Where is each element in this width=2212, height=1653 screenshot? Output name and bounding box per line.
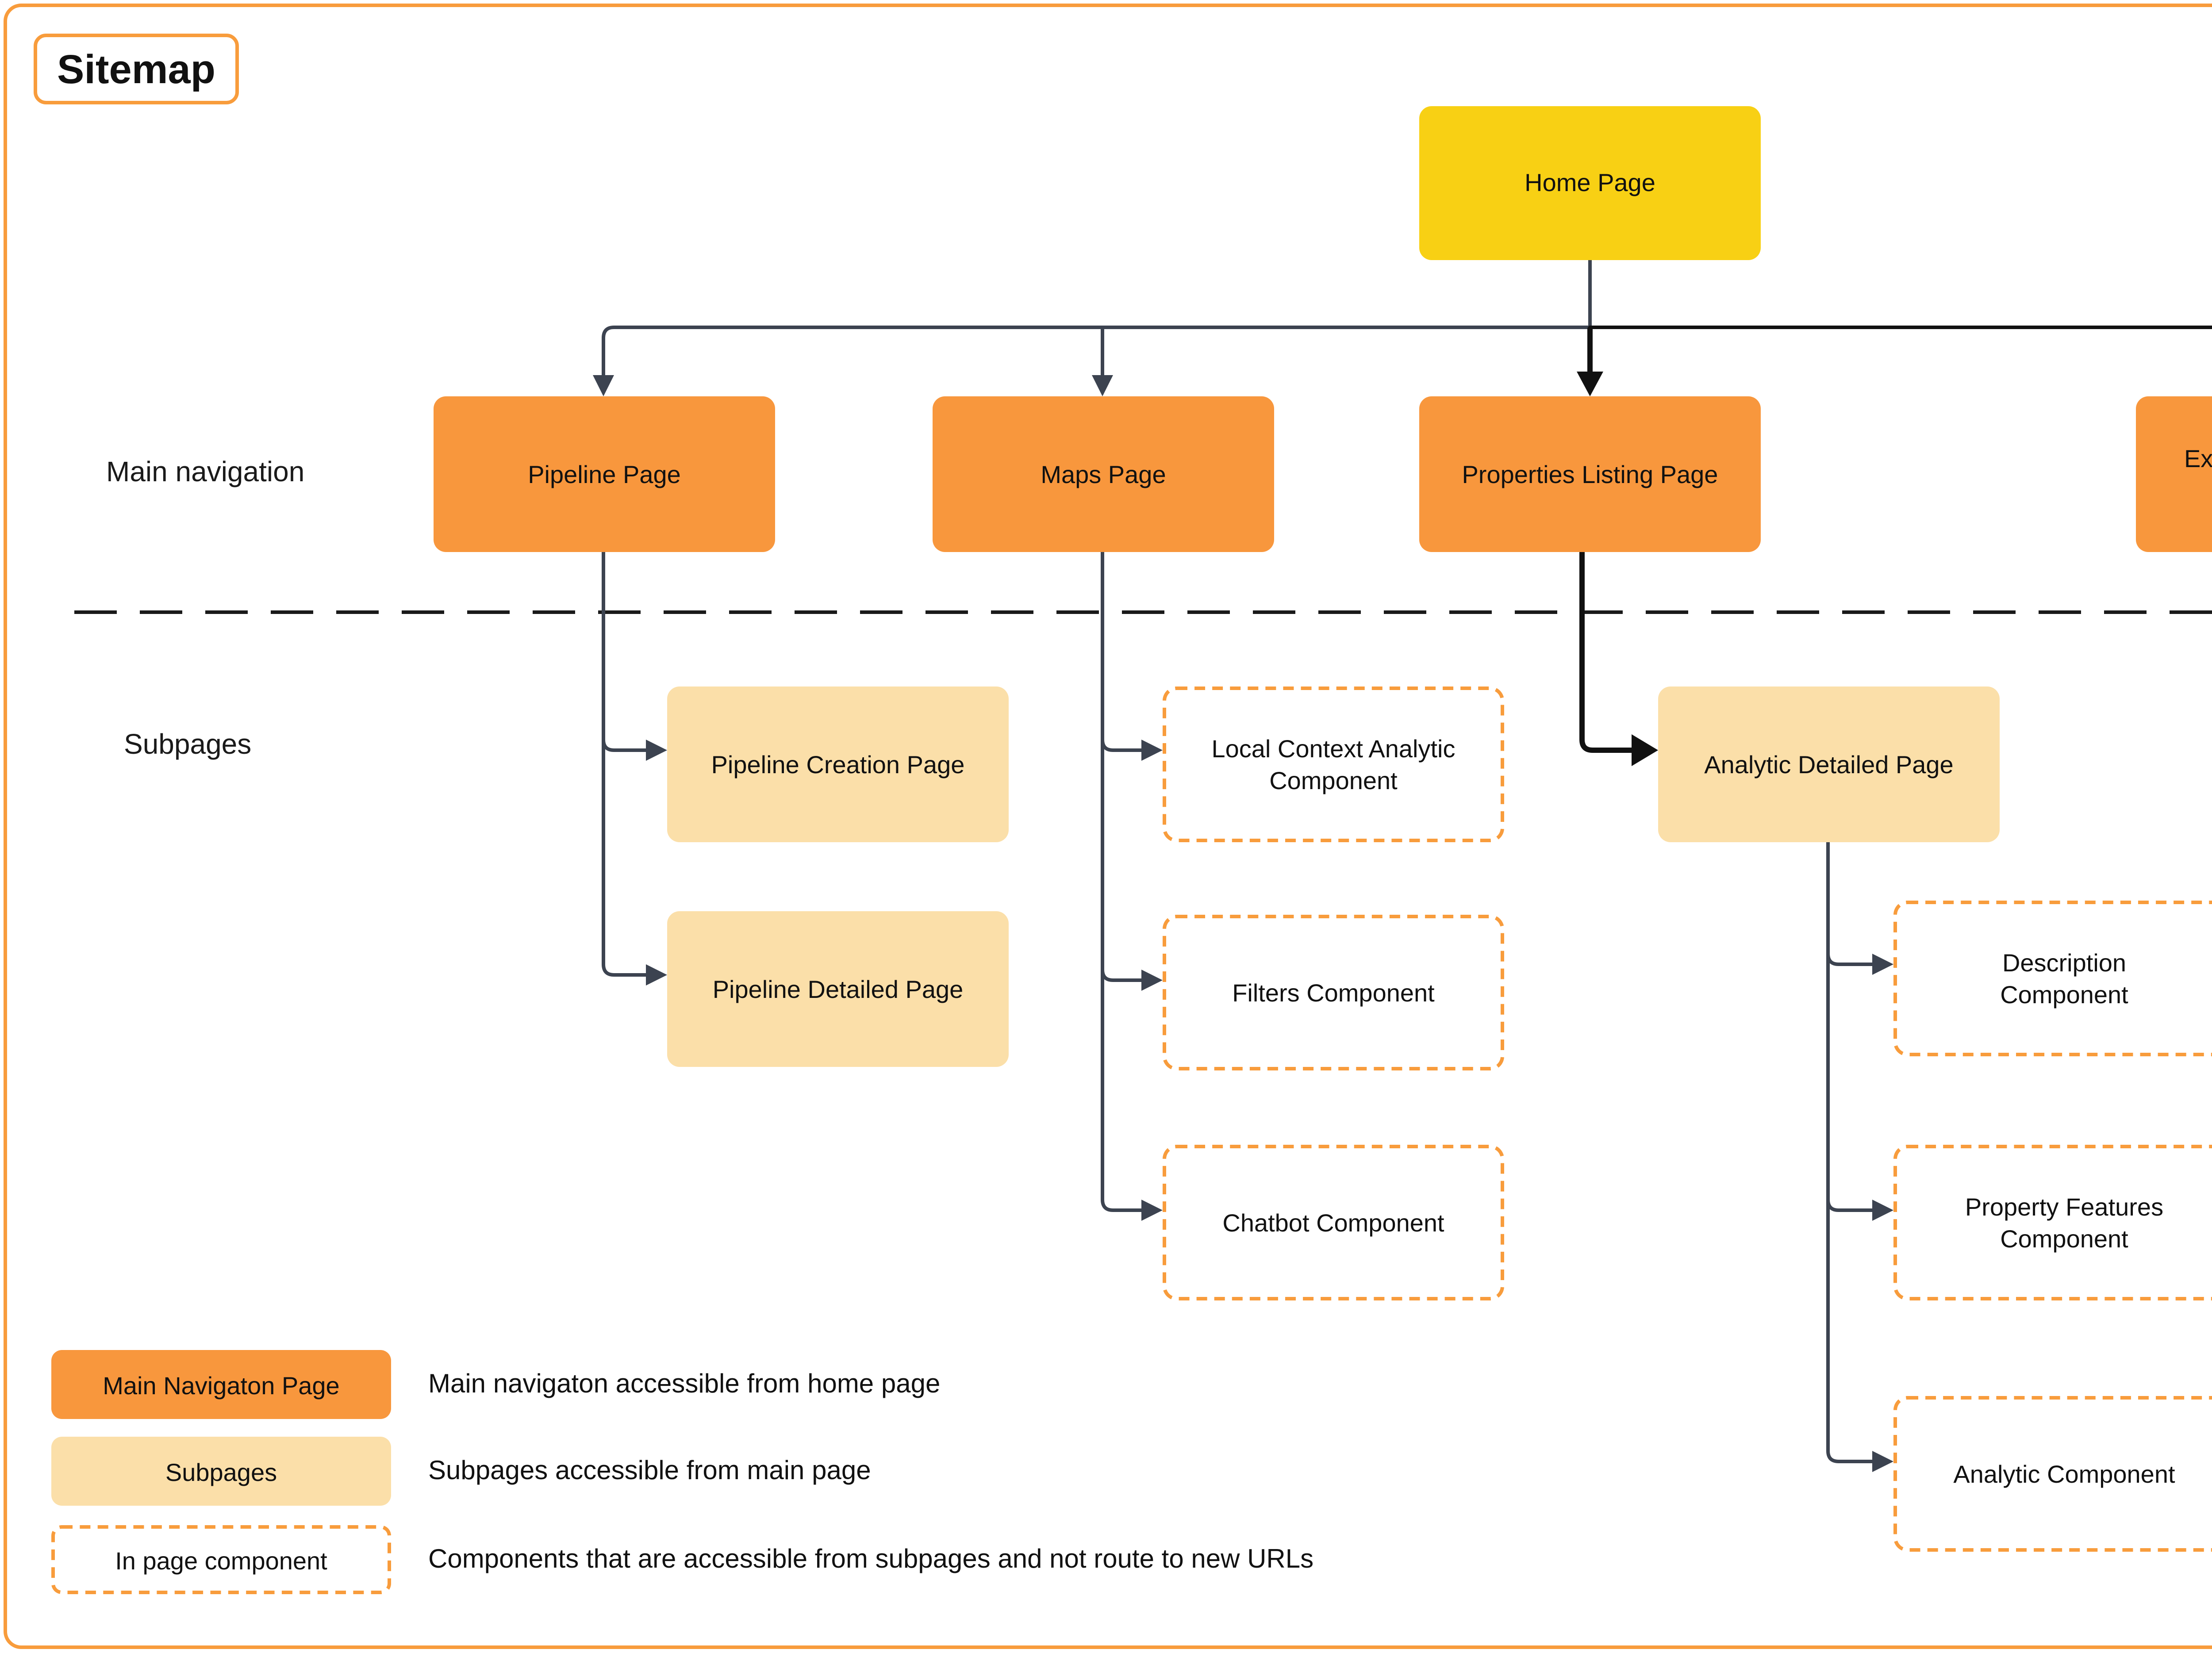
node-label: Maps Page (1041, 460, 1166, 488)
node-label: Explainable Prediction Page (2184, 444, 2212, 472)
legend-label: Main Navigaton Page (103, 1370, 340, 1399)
legend-label: Subpages (165, 1457, 277, 1485)
legend-swatch-subpages[interactable]: Subpages (51, 1437, 391, 1506)
node-label: Analytic Component (1953, 1459, 2175, 1488)
node-pipeline-creation-page[interactable]: Pipeline Creation Page (667, 687, 1009, 842)
legend-swatch-in-page-component[interactable]: In page component (51, 1525, 391, 1594)
node-label: Description Component (2000, 948, 2128, 1009)
node-label: Local Context Analytic Component (1211, 734, 1455, 794)
node-analytic-detailed-page[interactable]: Analytic Detailed Page (1658, 687, 2000, 842)
node-properties-listing-page[interactable]: Properties Listing Page (1419, 396, 1761, 552)
node-pipeline-page[interactable]: Pipeline Page (434, 396, 775, 552)
node-description-component[interactable]: Description Component (1893, 901, 2212, 1056)
legend-swatch-main-navigation-page[interactable]: Main Navigaton Page (51, 1350, 391, 1419)
row-label-main-navigation: Main navigation (106, 458, 305, 488)
node-home-page[interactable]: Home Page (1419, 106, 1761, 260)
node-label: Property Features Component (1965, 1192, 2164, 1253)
node-chatbot-component[interactable]: Chatbot Component (1163, 1145, 1504, 1300)
legend-desc-main-navigation: Main navigaton accessible from home page (428, 1369, 941, 1400)
node-filters-component[interactable]: Filters Component (1163, 915, 1504, 1070)
node-label: Pipeline Detailed Page (712, 974, 964, 1003)
node-label: Properties Listing Page (1462, 460, 1718, 488)
node-analytic-component[interactable]: Analytic Component (1893, 1396, 2212, 1552)
legend-desc-subpages: Subpages accessible from main page (428, 1456, 871, 1486)
node-maps-page[interactable]: Maps Page (933, 396, 1274, 552)
node-label: Analytic Detailed Page (1704, 750, 1954, 779)
node-label: Chatbot Component (1222, 1208, 1444, 1237)
node-label: Filters Component (1232, 978, 1435, 1007)
node-local-context-analytic-component[interactable]: Local Context Analytic Component (1163, 687, 1504, 842)
legend-label: In page component (115, 1546, 327, 1574)
node-property-features-component[interactable]: Property Features Component (1893, 1145, 2212, 1300)
node-label: Pipeline Creation Page (711, 750, 965, 779)
node-label: Home Page (1525, 169, 1655, 197)
node-label: Pipeline Page (528, 460, 681, 488)
row-label-subpages: Subpages (124, 731, 252, 761)
diagram-title: Sitemap (34, 34, 239, 104)
node-pipeline-detailed-page[interactable]: Pipeline Detailed Page (667, 911, 1009, 1067)
node-explainable-prediction-page[interactable]: Explainable Prediction Page (2136, 396, 2212, 552)
legend-desc-in-page-component: Components that are accessible from subp… (428, 1545, 1314, 1575)
